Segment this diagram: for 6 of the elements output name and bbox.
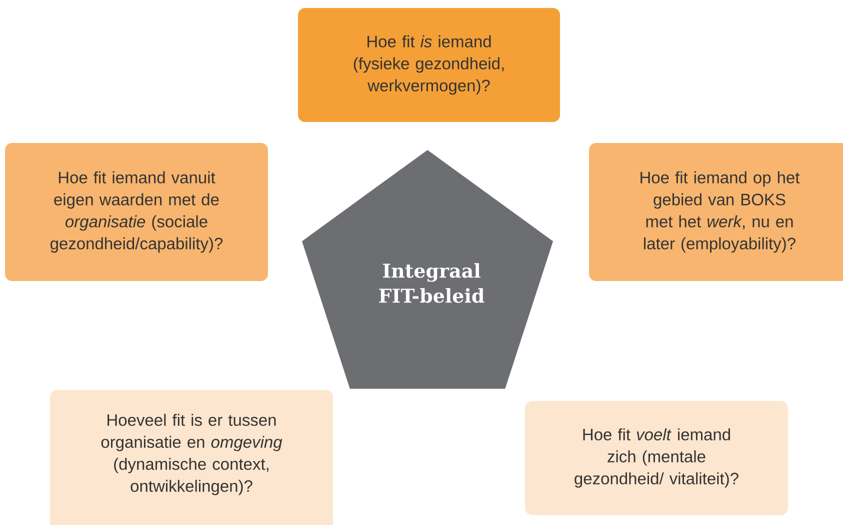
question-box: Hoe fit iemand vanuit eigen waarden met de organisatie (sociale gezondheid/capability)?	[5, 143, 268, 281]
question-box: Hoe fit iemand op het gebied van BOKS met het werk, nu en later (employability)?	[589, 143, 843, 281]
question-box: Hoe fit voelt iemand zich (mentale gezondheid/ vitaliteit)?	[525, 401, 788, 515]
question-box: Hoe fit is iemand (fysieke gezondheid, werkvermogen)?	[298, 8, 560, 122]
center-pentagon: Integraal FIT-beleid	[302, 150, 554, 389]
question-box: Hoeveel fit is er tussen organisatie en omgeving (dynamische context, ontwikkelingen)?	[50, 390, 333, 525]
